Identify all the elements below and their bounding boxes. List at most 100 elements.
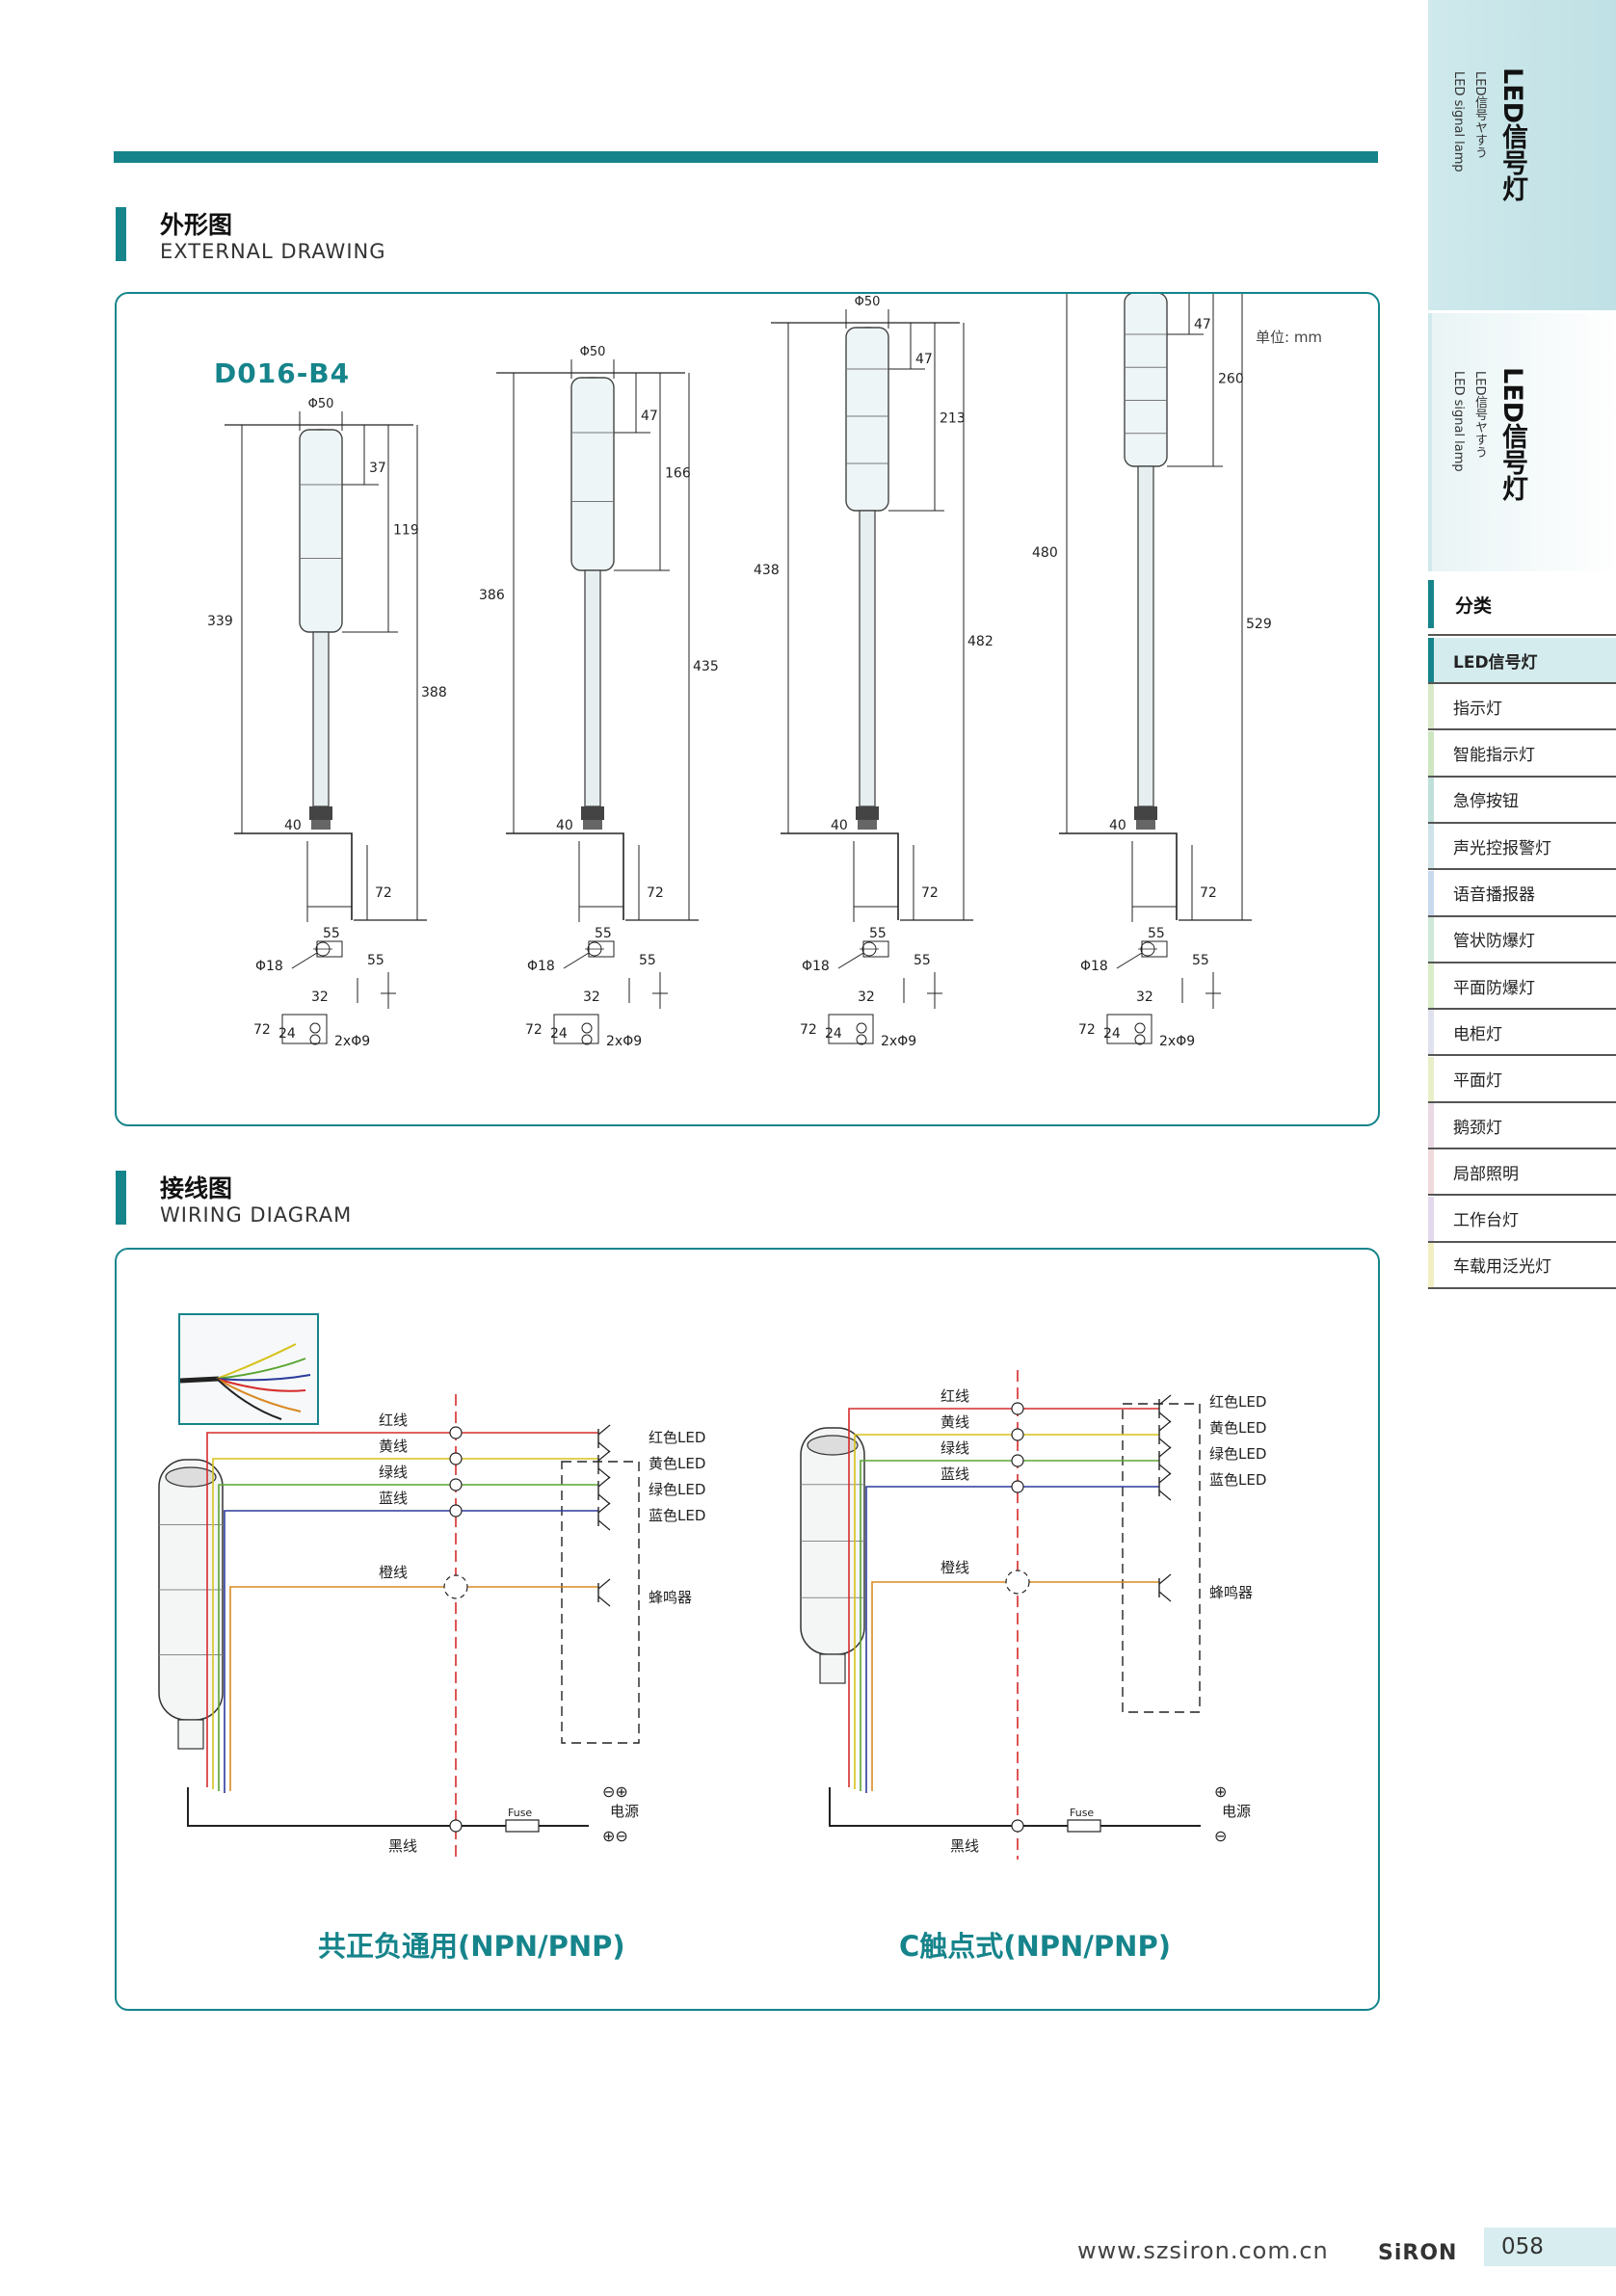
mount-bracket (234, 832, 353, 920)
category-item[interactable]: 鹅颈灯 (1428, 1103, 1616, 1149)
lamp-body (845, 327, 889, 512)
category-item[interactable]: 平面防爆灯 (1428, 963, 1616, 1011)
lamp-body (570, 377, 615, 571)
leader-line (563, 952, 590, 969)
category-item[interactable]: 管状防爆灯 (1428, 916, 1616, 963)
category-label: 急停按钮 (1453, 792, 1519, 812)
dim-label-hole: Φ18 (1080, 959, 1108, 974)
mount-hole (309, 1022, 321, 1034)
dim-label-mount-b: 24 (825, 1026, 842, 1042)
wire-0 (206, 1432, 598, 1787)
category-color-strip (1428, 1242, 1434, 1287)
fuse (505, 1819, 540, 1833)
transistor (597, 1441, 611, 1453)
mount-hole (1134, 1034, 1146, 1045)
unit-label: 单位: mm (1256, 329, 1323, 346)
dim-label-total-left: 480 (1032, 545, 1058, 561)
wire-label: 黑线 (388, 1837, 417, 1855)
category-heading: 分类 (1455, 595, 1493, 617)
dim-label-total-right: 388 (421, 685, 447, 700)
transistor (597, 1493, 611, 1505)
category-item[interactable]: 电柜灯 (1428, 1010, 1616, 1057)
category-label: 平面灯 (1453, 1071, 1502, 1092)
mount-hole (856, 1034, 867, 1045)
tab-title-cn: LED信号灯 (1497, 67, 1527, 202)
category-item[interactable]: 平面灯 (1428, 1056, 1616, 1103)
tower-lamp-lens (165, 1466, 217, 1488)
wire-1 (854, 1434, 1159, 1789)
tab-title-cn: LED信号灯 (1497, 367, 1527, 502)
transistor (1158, 1464, 1172, 1475)
category-label: 车载用泛光灯 (1453, 1257, 1551, 1278)
dim-label-mount-b: 24 (550, 1026, 568, 1042)
category-color-strip (1428, 684, 1434, 729)
section-title-en: WIRING DIAGRAM (160, 1203, 353, 1227)
category-label: LED信号灯 (1453, 652, 1538, 673)
section-marker (116, 207, 126, 261)
fuse-label: Fuse (1070, 1807, 1094, 1819)
tower-lamp-lens (807, 1435, 859, 1456)
dim-label-mount-h: 72 (525, 1022, 543, 1038)
category-color-strip (1428, 777, 1434, 822)
dim-label-diameter: Φ50 (308, 397, 334, 411)
dim-label-mount-w: 55 (914, 953, 931, 968)
mount-bracket (506, 832, 624, 920)
mount-outline (281, 1014, 328, 1044)
dim-label-mount-w: 55 (1192, 953, 1209, 968)
dim-label-mount-a: 32 (583, 990, 600, 1005)
category-color-strip (1428, 1056, 1434, 1101)
power-polarity: ⊕ (1214, 1782, 1227, 1801)
category-color-strip (1428, 1196, 1434, 1241)
category-item[interactable]: 急停按钮 (1428, 777, 1616, 824)
wire-2 (860, 1460, 1159, 1791)
sidebar-tab-1[interactable]: LED信号灯 LED信号ヤすう LED signal lamp (1428, 0, 1616, 310)
tab-title-en: LED signal lamp (1451, 71, 1466, 172)
category-item[interactable]: LED信号灯 (1428, 638, 1616, 684)
power-label: 电源 (610, 1803, 639, 1820)
dim-label-mount-a: 32 (858, 990, 875, 1005)
output-label: 黄色LED (649, 1455, 705, 1472)
footer-brand-logo: SiRON (1378, 2241, 1458, 2265)
category-label: 电柜灯 (1453, 1024, 1502, 1044)
category-item[interactable]: 车载用泛光灯 (1428, 1242, 1616, 1289)
dim-label-head: 47 (641, 409, 658, 424)
lamp-nut (1134, 806, 1157, 820)
section-title-cn: 外形图 (160, 211, 233, 239)
category-color-strip (1428, 730, 1434, 776)
category-item[interactable]: 声光控报警灯 (1428, 824, 1616, 871)
caption-left: 共正负通用(NPN/PNP) (318, 1930, 625, 1963)
dim-label-diameter: Φ50 (580, 345, 606, 359)
dim-label-bracket: 40 (556, 818, 573, 833)
dim-label-mount-h: 72 (1078, 1022, 1096, 1038)
terminal (449, 1478, 463, 1491)
transistor (597, 1476, 611, 1488)
dim-label-head: 47 (1194, 317, 1211, 332)
category-label: 工作台灯 (1453, 1211, 1519, 1231)
category-color-strip (1428, 1149, 1434, 1195)
category-marker (1428, 580, 1434, 628)
terminal (1011, 1480, 1024, 1493)
transistor (597, 1467, 611, 1479)
category-label: 指示灯 (1453, 699, 1502, 719)
terminal (449, 1452, 463, 1465)
category-item[interactable]: 智能指示灯 (1428, 730, 1616, 778)
sidebar-tab-2[interactable]: LED信号灯 LED信号ヤすう LED signal lamp (1428, 313, 1616, 571)
category-color-strip (1428, 916, 1434, 962)
leader-line (1116, 952, 1143, 969)
category-item[interactable]: 局部照明 (1428, 1149, 1616, 1197)
wire-3 (865, 1486, 1159, 1793)
lamp-pole (1137, 465, 1154, 807)
wire-label: 红线 (379, 1412, 408, 1429)
terminal (1011, 1819, 1024, 1833)
wire-label: 橙线 (940, 1559, 969, 1576)
dim-label-base-h: 72 (1200, 885, 1217, 901)
category-item[interactable]: 语音播报器 (1428, 870, 1616, 917)
category-item[interactable]: 工作台灯 (1428, 1196, 1616, 1243)
category-label: 声光控报警灯 (1453, 838, 1551, 858)
category-item[interactable]: 指示灯 (1428, 684, 1616, 731)
footer-url[interactable]: www.szsiron.com.cn (1077, 2237, 1329, 2264)
terminal (449, 1426, 463, 1439)
lamp-pole (859, 510, 876, 807)
